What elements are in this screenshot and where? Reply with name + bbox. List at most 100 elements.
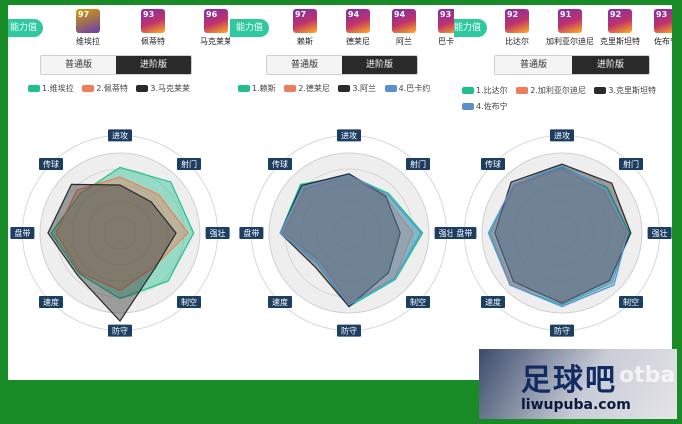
- ability-tag-button[interactable]: 能力值: [230, 19, 270, 37]
- svg-text:速度: 速度: [43, 297, 59, 307]
- normal-version-tab[interactable]: 普通版: [495, 56, 572, 74]
- legend-item[interactable]: 1.赖斯: [238, 83, 276, 94]
- ability-tag-button[interactable]: 能力值: [454, 19, 488, 37]
- player-name: 佩蒂特: [141, 37, 165, 46]
- player-name: 赖斯: [297, 37, 313, 46]
- radar-axis-label: 强壮: [647, 227, 672, 239]
- normal-version-tab[interactable]: 普通版: [41, 56, 116, 74]
- radar-axis-label: 盘带: [10, 227, 35, 239]
- advanced-version-tab[interactable]: 进阶版: [572, 56, 649, 74]
- svg-text:传球: 传球: [485, 159, 501, 169]
- player-avatar: 97: [76, 9, 100, 33]
- advanced-version-tab[interactable]: 进阶版: [342, 56, 417, 74]
- player-avatar: 94: [392, 9, 416, 33]
- radar-axis-label: 进攻: [550, 129, 574, 142]
- player-name: 阿兰: [396, 37, 412, 46]
- player-card[interactable]: 91 加利亚尔迪尼: [540, 9, 600, 47]
- radar-axis-label: 盘带: [452, 227, 477, 239]
- radar-axis-label: 防守: [337, 324, 361, 337]
- radar-axis-label: 速度: [268, 296, 292, 308]
- radar-axis-label: 强壮: [205, 227, 230, 239]
- svg-text:盘带: 盘带: [243, 228, 259, 238]
- radar-axis-label: 进攻: [337, 129, 361, 142]
- version-toggle: 普通版 进阶版: [266, 55, 418, 75]
- player-avatar: 97: [293, 9, 317, 33]
- ability-tag-button[interactable]: 能力值: [8, 19, 44, 37]
- player-card[interactable]: 93 佩蒂特: [123, 9, 183, 47]
- legend-item[interactable]: 2.佩蒂特: [82, 83, 128, 94]
- version-toggle: 普通版 进阶版: [40, 55, 192, 75]
- legend-item[interactable]: 4.巴卡约: [384, 83, 430, 94]
- panel-3: 能力值 92 比达尔 91 加利亚尔迪尼 92 克里斯坦特 93 佐布宁 普通版…: [454, 5, 672, 380]
- radar-axis-label: 传球: [39, 158, 63, 170]
- player-card[interactable]: 93 巴卡约: [420, 9, 454, 47]
- legend-swatch: [284, 85, 297, 92]
- radar-series-polygon: [55, 176, 189, 292]
- player-name: 巴卡约: [438, 37, 454, 46]
- player-card[interactable]: 96 马克莱莱: [186, 9, 230, 47]
- legend-item[interactable]: 1.维埃拉: [28, 83, 74, 94]
- radar-series-polygon: [487, 165, 629, 308]
- legend-item[interactable]: 3.克里斯坦特: [594, 83, 656, 99]
- radar-series-polygon: [279, 174, 422, 306]
- legend-swatch: [384, 85, 397, 92]
- svg-text:防守: 防守: [554, 326, 570, 336]
- site-watermark: otba 足球吧 liwupuba.com: [479, 349, 677, 419]
- legend-swatch: [516, 87, 529, 94]
- radar-series-polygon: [490, 168, 627, 303]
- svg-text:进攻: 进攻: [341, 130, 357, 140]
- player-avatar: 92: [608, 9, 632, 33]
- radar-axis-label: 传球: [481, 158, 505, 170]
- legend-item[interactable]: 3.马克莱莱: [136, 83, 190, 94]
- legend: 1.赖斯 2.德莱尼 3.阿兰 4.巴卡约: [238, 83, 436, 94]
- svg-text:制空: 制空: [181, 297, 197, 307]
- normal-version-tab[interactable]: 普通版: [267, 56, 342, 74]
- player-name: 比达尔: [505, 37, 529, 46]
- legend-item[interactable]: 2.德莱尼: [284, 83, 330, 94]
- player-avatar: 93: [654, 9, 672, 33]
- legend-swatch: [28, 85, 40, 92]
- legend: 1.维埃拉 2.佩蒂特 3.马克莱莱: [28, 83, 196, 94]
- legend-swatch: [462, 87, 474, 94]
- advanced-version-tab[interactable]: 进阶版: [116, 56, 191, 74]
- svg-text:传球: 传球: [272, 159, 288, 169]
- panel-2: 能力值 97 赖斯 94 德莱尼 94 阿兰 93 巴卡约 普通版 进阶版 1.…: [230, 5, 454, 380]
- radar-ring: [87, 200, 153, 266]
- legend-swatch: [338, 85, 351, 92]
- player-card[interactable]: 94 德莱尼: [328, 9, 388, 47]
- player-avatar: 96: [204, 9, 228, 33]
- radar-ring: [545, 216, 579, 250]
- radar-ring: [481, 152, 643, 314]
- player-name: 佐布宁: [654, 37, 672, 46]
- player-card[interactable]: 97 赖斯: [275, 9, 335, 47]
- legend-item[interactable]: 4.佐布宁: [462, 99, 508, 115]
- player-card[interactable]: 92 克里斯坦特: [590, 9, 650, 47]
- version-toggle: 普通版 进阶版: [494, 55, 650, 75]
- player-avatar: 94: [346, 9, 370, 33]
- radar-axis-label: 防守: [108, 324, 132, 337]
- legend-item[interactable]: 2.加利亚尔迪尼: [516, 83, 586, 99]
- player-name: 加利亚尔迪尼: [546, 37, 594, 46]
- player-card[interactable]: 97 维埃拉: [58, 9, 118, 47]
- radar-series-polygon: [282, 174, 414, 305]
- radar-axis-label: 制空: [177, 296, 201, 308]
- legend-swatch: [136, 85, 149, 92]
- svg-text:射门: 射门: [623, 159, 639, 169]
- player-name: 维埃拉: [76, 37, 100, 46]
- legend-item[interactable]: 1.比达尔: [462, 83, 508, 99]
- player-avatar: 93: [141, 9, 165, 33]
- radar-axis-label: 防守: [550, 324, 574, 337]
- player-card[interactable]: 92 比达尔: [487, 9, 547, 47]
- svg-text:制空: 制空: [410, 297, 426, 307]
- comparison-stage: 能力值 97 维埃拉 93 佩蒂特 96 马克莱莱 普通版 进阶版 1.维埃拉 …: [8, 5, 672, 380]
- player-card[interactable]: 93 佐布宁: [636, 9, 672, 47]
- svg-text:射门: 射门: [181, 159, 197, 169]
- svg-text:盘带: 盘带: [456, 228, 472, 238]
- radar-ring: [103, 216, 137, 250]
- radar-ring: [529, 200, 595, 266]
- player-card[interactable]: 94 阿兰: [374, 9, 434, 47]
- legend-item[interactable]: 3.阿兰: [338, 83, 376, 94]
